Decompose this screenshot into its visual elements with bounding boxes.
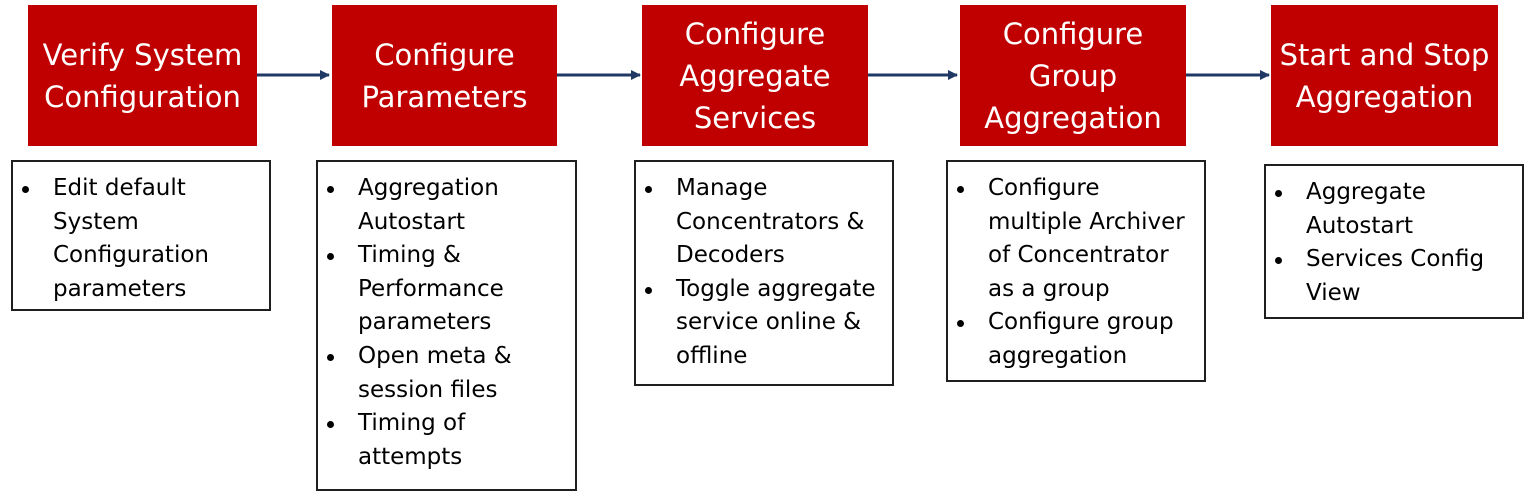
detail-item: Manage Concentrators & Decoders: [645, 172, 882, 273]
detail-item: Aggregate Autostart: [1275, 176, 1512, 243]
detail-item: Timing & Performance parameters: [327, 239, 565, 340]
detail-item: Toggle aggregate service online & offlin…: [645, 273, 882, 374]
details-start-and-stop-aggregation: Aggregate Autostart Services Config View: [1264, 164, 1524, 319]
detail-item: Configure multiple Archiver of Concentra…: [957, 172, 1194, 306]
details-configure-group-aggregation: Configure multiple Archiver of Concentra…: [946, 160, 1206, 382]
detail-item: Services Config View: [1275, 243, 1512, 310]
step-title: Configure Parameters: [361, 37, 528, 114]
detail-item: Configure group aggregation: [957, 306, 1194, 373]
detail-item: Open meta & session files: [327, 340, 565, 407]
detail-item: Edit default System Configuration parame…: [22, 172, 259, 306]
details-verify-system-configuration: Edit default System Configuration parame…: [11, 160, 271, 311]
step-configure-group-aggregation: Configure Group Aggregation: [960, 5, 1186, 146]
step-start-and-stop-aggregation: Start and Stop Aggregation: [1271, 5, 1498, 146]
step-configure-parameters: Configure Parameters: [332, 5, 557, 146]
step-title: Verify System Configuration: [42, 37, 243, 114]
details-configure-aggregate-services: Manage Concentrators & Decoders Toggle a…: [634, 160, 894, 386]
step-configure-aggregate-services: Configure Aggregate Services: [642, 5, 868, 146]
detail-item: Aggregation Autostart: [327, 172, 565, 239]
detail-list: Configure multiple Archiver of Concentra…: [948, 162, 1204, 374]
step-title: Start and Stop Aggregation: [1279, 37, 1490, 114]
detail-list: Aggregate Autostart Services Config View: [1266, 166, 1522, 310]
details-configure-parameters: Aggregation Autostart Timing & Performan…: [316, 160, 577, 491]
step-verify-system-configuration: Verify System Configuration: [28, 5, 257, 146]
detail-item: Timing of attempts: [327, 407, 565, 474]
step-title: Configure Aggregate Services: [679, 16, 831, 135]
detail-list: Aggregation Autostart Timing & Performan…: [318, 162, 575, 474]
step-title: Configure Group Aggregation: [984, 16, 1162, 135]
detail-list: Manage Concentrators & Decoders Toggle a…: [636, 162, 892, 374]
detail-list: Edit default System Configuration parame…: [13, 162, 269, 306]
